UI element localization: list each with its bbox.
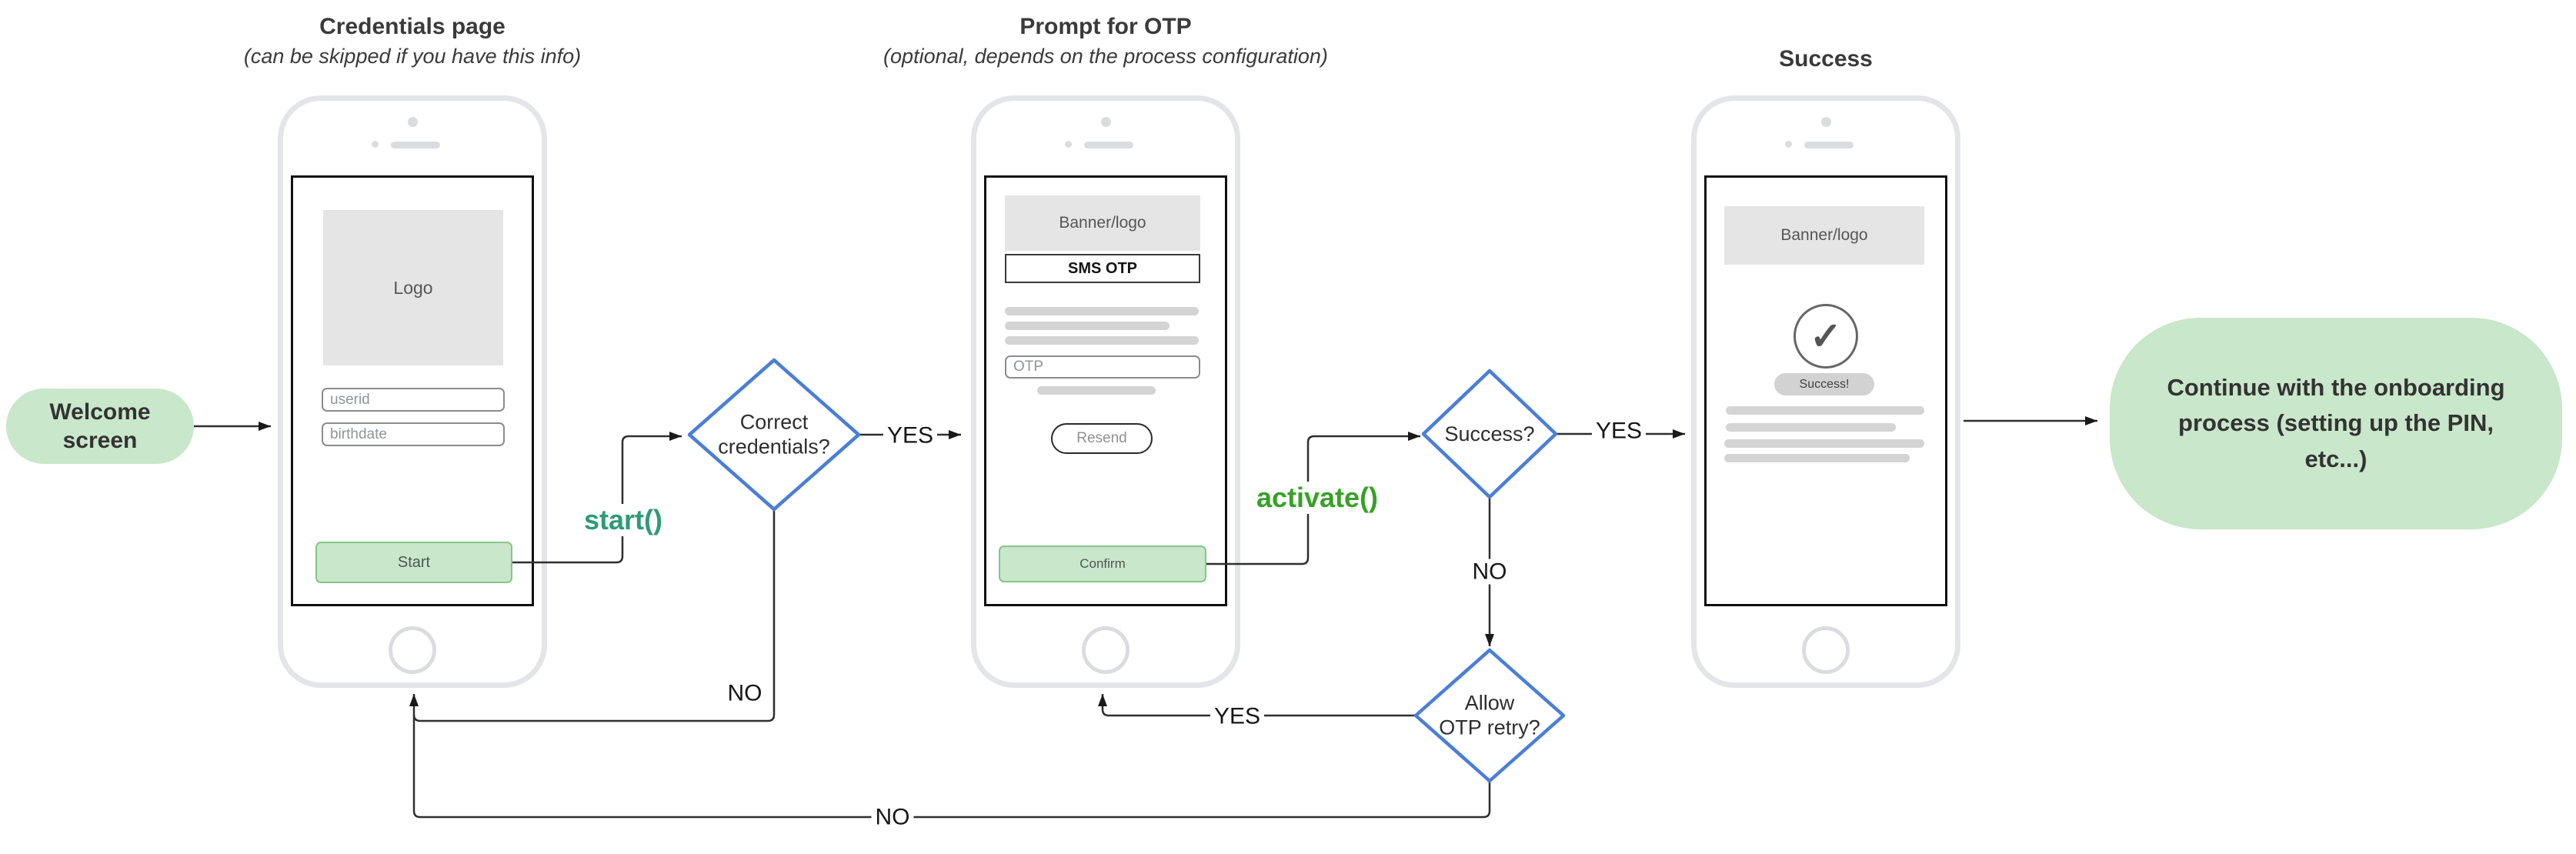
speaker-icon (391, 142, 440, 148)
text-line-placeholder (1037, 386, 1156, 395)
phone-credentials: Logo userid birthdate Start (278, 95, 547, 688)
section-subtitle-credentials: (can be skipped if you have this info) (243, 45, 582, 68)
confirm-button[interactable]: Confirm (999, 545, 1206, 582)
continue-onboarding-node: Continue with the onboarding process (se… (2110, 318, 2562, 529)
home-button[interactable] (1802, 626, 1850, 674)
section-title-credentials: Credentials page (319, 14, 506, 39)
activate-call-label: activate() (1253, 482, 1382, 514)
edge-label-credentials-no: NO (726, 680, 764, 706)
edge-start-to-decision (512, 432, 682, 564)
decision-allow-otp-retry (1413, 648, 1566, 783)
edge-retry-no (409, 694, 1491, 819)
birthdate-input[interactable]: birthdate (322, 422, 505, 446)
section-success-header: Success (1595, 46, 2057, 72)
userid-input[interactable]: userid (322, 388, 505, 412)
decision-correct-credentials (687, 358, 861, 512)
section-otp-header: Prompt for OTP (optional, depends on the… (721, 14, 1490, 68)
decision-label-retry: Allow OTP retry? (1439, 691, 1540, 739)
otp-screen: Banner/logo SMS OTP OTP Resend Confirm (984, 175, 1227, 606)
phone-otp: Banner/logo SMS OTP OTP Resend Confirm (971, 95, 1240, 688)
section-title-success: Success (1779, 46, 1873, 72)
edge-label-success-no: NO (1468, 559, 1511, 585)
speaker-icon (1084, 142, 1133, 148)
logo-placeholder: Logo (323, 210, 503, 365)
success-badge: Success! (1774, 373, 1874, 395)
text-line-placeholder (1726, 406, 1924, 415)
edge-label-retry-yes: YES (1210, 703, 1265, 729)
section-title-otp: Prompt for OTP (1019, 14, 1192, 39)
text-line-placeholder (1005, 307, 1199, 315)
speaker-icon (1804, 142, 1854, 148)
resend-button[interactable]: Resend (1051, 423, 1153, 454)
section-credentials-header: Credentials page (can be skipped if you … (28, 14, 797, 68)
home-button[interactable] (1082, 626, 1130, 674)
edge-retry-yes (1098, 694, 1416, 717)
start-call-label: start() (580, 504, 666, 536)
success-screen: Banner/logo ✓ Success! (1704, 175, 1947, 606)
decision-success (1421, 369, 1558, 499)
camera-icon (1821, 117, 1831, 127)
edge-credentials-no (412, 509, 776, 722)
section-subtitle-otp: (optional, depends on the process config… (883, 45, 1328, 68)
text-line-placeholder (1005, 336, 1199, 345)
otp-input[interactable]: OTP (1005, 355, 1200, 379)
edge-label-success-yes: YES (1591, 418, 1647, 444)
phone-success: Banner/logo ✓ Success! (1691, 95, 1960, 688)
sensor-dot-icon (1785, 141, 1792, 148)
home-button[interactable] (389, 626, 436, 674)
banner-placeholder: Banner/logo (1005, 195, 1200, 251)
edge-label-credentials-yes: YES (883, 422, 938, 449)
camera-icon (1101, 117, 1111, 127)
start-button[interactable]: Start (315, 542, 512, 583)
text-line-placeholder (1005, 322, 1170, 330)
checkmark-icon: ✓ (1794, 304, 1858, 369)
banner-placeholder: Banner/logo (1724, 206, 1924, 265)
text-line-placeholder (1726, 423, 1896, 432)
sms-otp-header: SMS OTP (1005, 254, 1200, 283)
decision-label-credentials: Correct credentials? (718, 410, 830, 459)
edge-label-retry-no: NO (871, 804, 914, 830)
text-line-placeholder (1724, 439, 1924, 448)
sensor-dot-icon (372, 141, 379, 148)
credentials-screen: Logo userid birthdate Start (291, 175, 534, 606)
welcome-screen-node: Welcome screen (6, 389, 194, 464)
text-line-placeholder (1724, 454, 1910, 462)
camera-icon (408, 117, 418, 127)
decision-label-success: Success? (1444, 422, 1535, 445)
sensor-dot-icon (1065, 141, 1072, 148)
